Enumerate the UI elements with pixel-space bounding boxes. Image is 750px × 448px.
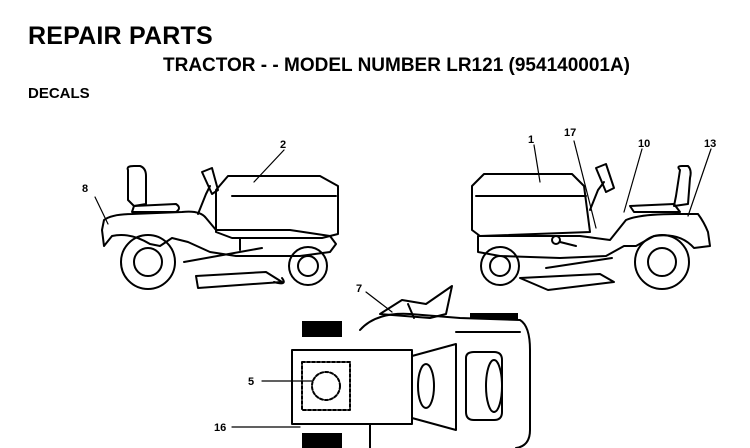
page-title: REPAIR PARTS [28, 22, 213, 50]
callout-8: 8 [82, 183, 88, 195]
section-heading: DECALS [28, 85, 90, 102]
tractor-left-view [101, 165, 339, 290]
callout-16: 16 [214, 422, 226, 434]
callout-13: 13 [704, 138, 716, 150]
callout-5: 5 [248, 376, 254, 388]
callout-10: 10 [638, 138, 650, 150]
callout-2: 2 [280, 139, 286, 151]
callout-17: 17 [564, 127, 576, 139]
callout-leaders [94, 140, 712, 428]
callout-1: 1 [528, 134, 534, 146]
callout-7: 7 [356, 283, 362, 295]
model-subtitle: TRACTOR - - MODEL NUMBER LR121 (95414000… [163, 55, 631, 76]
tractor-right-view [471, 163, 711, 291]
tractor-top-view [291, 285, 531, 448]
